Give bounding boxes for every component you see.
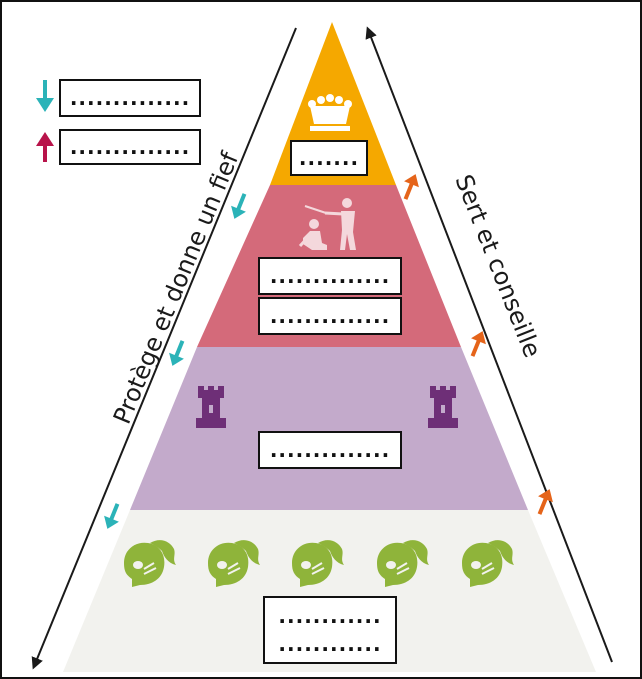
- right-up-arrow: [365, 26, 613, 663]
- level-peasants-blank[interactable]: ............ ............: [263, 596, 397, 664]
- small-up-arrow-1: [403, 174, 419, 200]
- arrow-down-icon: [36, 80, 54, 112]
- level-king-blank[interactable]: .......: [290, 140, 368, 176]
- level-peasants-band: [63, 510, 596, 672]
- small-up-arrow-3: [537, 489, 553, 515]
- knight-helmet-icon: [208, 540, 260, 587]
- level-knights-blank[interactable]: ..............: [258, 431, 402, 469]
- level-peasants-blank-line-2: ............: [278, 632, 382, 656]
- level-lords-blank-1[interactable]: ..............: [258, 257, 402, 295]
- castle-tower-icon: [196, 386, 226, 428]
- legend-down-blank[interactable]: ..............: [59, 79, 201, 117]
- left-down-arrow: [31, 27, 297, 670]
- arrow-up-icon: [36, 132, 54, 162]
- small-down-arrow-1: [231, 193, 247, 219]
- level-lords-blank-2[interactable]: ..............: [258, 297, 402, 335]
- small-down-arrow-3: [104, 503, 120, 529]
- knight-helmet-icon: [292, 540, 344, 587]
- small-up-arrow-2: [470, 331, 486, 357]
- level-peasants-blank-line-1: ............: [278, 604, 382, 628]
- homage-icon: [298, 198, 356, 250]
- small-down-arrow-2: [169, 340, 185, 366]
- legend-up-blank[interactable]: ..............: [59, 129, 201, 165]
- crown-icon: [308, 94, 352, 131]
- castle-tower-icon: [428, 386, 458, 428]
- knight-helmet-icon: [124, 540, 176, 587]
- knight-helmet-icon: [462, 540, 514, 587]
- knight-helmet-icon: [377, 540, 429, 587]
- level-knights-band: [130, 347, 528, 510]
